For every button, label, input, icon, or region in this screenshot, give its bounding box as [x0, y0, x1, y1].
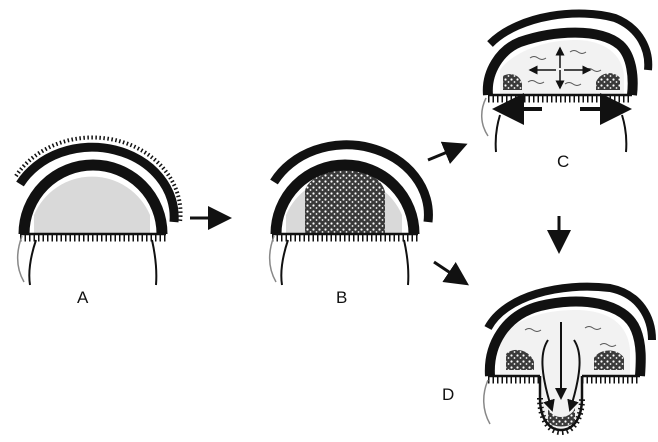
panel-label-d: D [442, 385, 455, 405]
arrow-b-to-d [434, 262, 464, 282]
panel-c-stalk [496, 115, 627, 152]
arrow-b-to-c [428, 146, 462, 160]
panel-b-dense-cells [305, 170, 385, 234]
panel-d-cells-right [594, 351, 624, 371]
panel-a [16, 137, 181, 285]
panel-b [270, 145, 429, 285]
panel-c [482, 14, 649, 152]
panel-a-stalk-shadow [18, 236, 24, 282]
panel-label-b: B [336, 288, 348, 308]
panel-d [484, 287, 652, 432]
panel-c-stalk-shadow [482, 98, 488, 136]
panel-b-stalk [281, 240, 408, 285]
panel-d-stalk-shadow [484, 380, 490, 424]
panel-a-stalk [29, 240, 156, 285]
panel-label-c: C [557, 152, 570, 172]
panel-b-stalk-shadow [270, 236, 276, 282]
panel-label-a: A [77, 288, 89, 308]
